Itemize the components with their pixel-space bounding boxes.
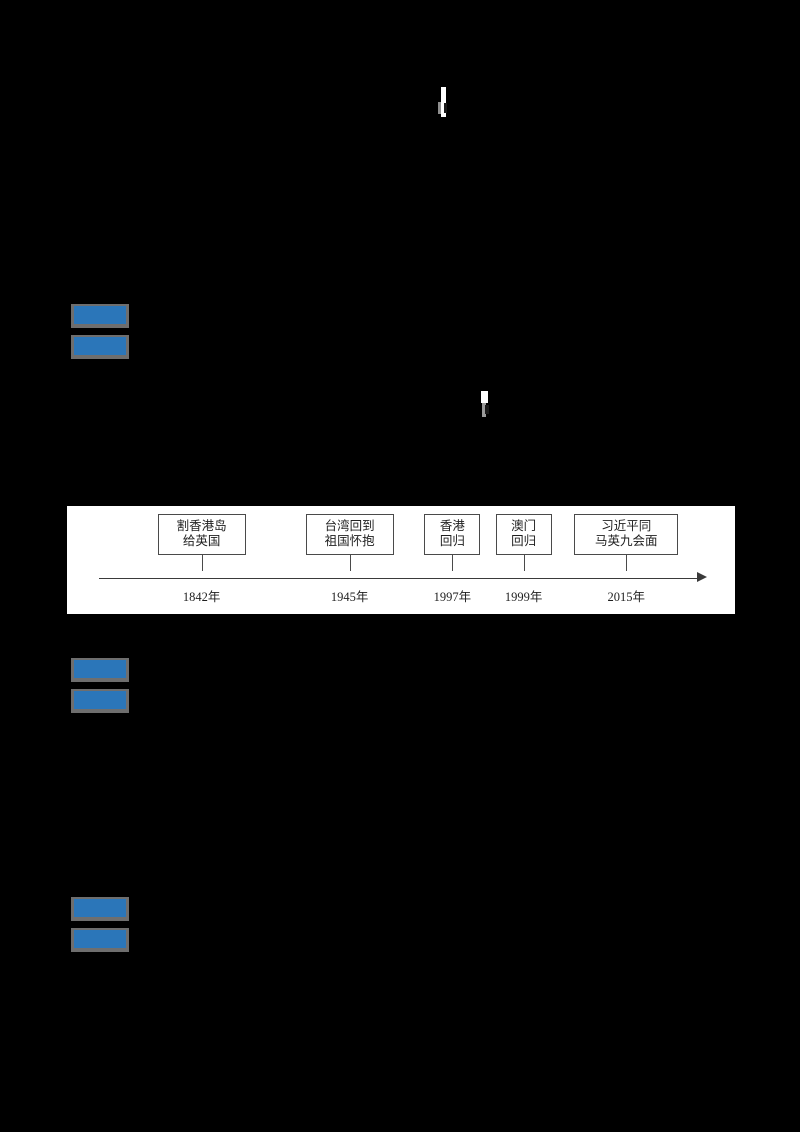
stray-glyph-fragment-3 xyxy=(482,403,489,417)
timeline-event: 澳门 回归 xyxy=(495,514,552,571)
timeline-event-stem xyxy=(626,555,628,571)
highlight-text-5 xyxy=(74,899,126,917)
timeline-year-label: 2015年 xyxy=(607,590,646,604)
highlighted-text-run-2[interactable] xyxy=(71,335,129,359)
timeline-year-label: 1999年 xyxy=(504,590,543,604)
highlight-text-6 xyxy=(74,930,126,948)
timeline-axis-arrow-icon xyxy=(697,572,707,582)
timeline-canvas: 割香港岛 给英国 台湾回到 祖国怀抱香港 回归澳门 回归习近平同 马英九会面 18… xyxy=(67,506,735,614)
timeline-event-stem xyxy=(452,555,454,571)
timeline-event-label: 澳门 回归 xyxy=(495,514,552,555)
timeline-event-label: 香港 回归 xyxy=(424,514,481,555)
highlight-text-3 xyxy=(74,660,126,678)
highlighted-text-run-4[interactable] xyxy=(71,689,129,713)
timeline-event-label: 台湾回到 祖国怀抱 xyxy=(305,514,394,555)
highlight-text-1 xyxy=(74,306,126,324)
timeline-event-stem xyxy=(523,555,525,571)
timeline-event-stem xyxy=(201,555,203,571)
timeline-event: 习近平同 马英九会面 xyxy=(574,514,679,571)
highlighted-text-run-3[interactable] xyxy=(71,658,129,682)
timeline-event: 割香港岛 给英国 xyxy=(157,514,246,571)
timeline-year-label: 1842年 xyxy=(182,590,221,604)
timeline-event: 台湾回到 祖国怀抱 xyxy=(305,514,394,571)
timeline-event: 香港 回归 xyxy=(424,514,481,571)
highlight-text-4 xyxy=(74,691,126,709)
timeline-axis-line xyxy=(99,578,703,579)
highlighted-text-run-6[interactable] xyxy=(71,928,129,952)
highlighted-text-run-5[interactable] xyxy=(71,897,129,921)
stray-glyph-fragment-2 xyxy=(481,391,488,403)
timeline-event-label: 割香港岛 给英国 xyxy=(157,514,246,555)
highlighted-text-run-1[interactable] xyxy=(71,304,129,328)
timeline-year-label: 1997年 xyxy=(433,590,472,604)
stray-glyph-fragment-1 xyxy=(438,87,447,117)
timeline-event-stem xyxy=(349,555,351,571)
highlight-text-2 xyxy=(74,337,126,355)
timeline-figure: 割香港岛 给英国 台湾回到 祖国怀抱香港 回归澳门 回归习近平同 马英九会面 18… xyxy=(67,506,735,614)
timeline-year-label: 1945年 xyxy=(330,590,369,604)
timeline-event-label: 习近平同 马英九会面 xyxy=(574,514,679,555)
